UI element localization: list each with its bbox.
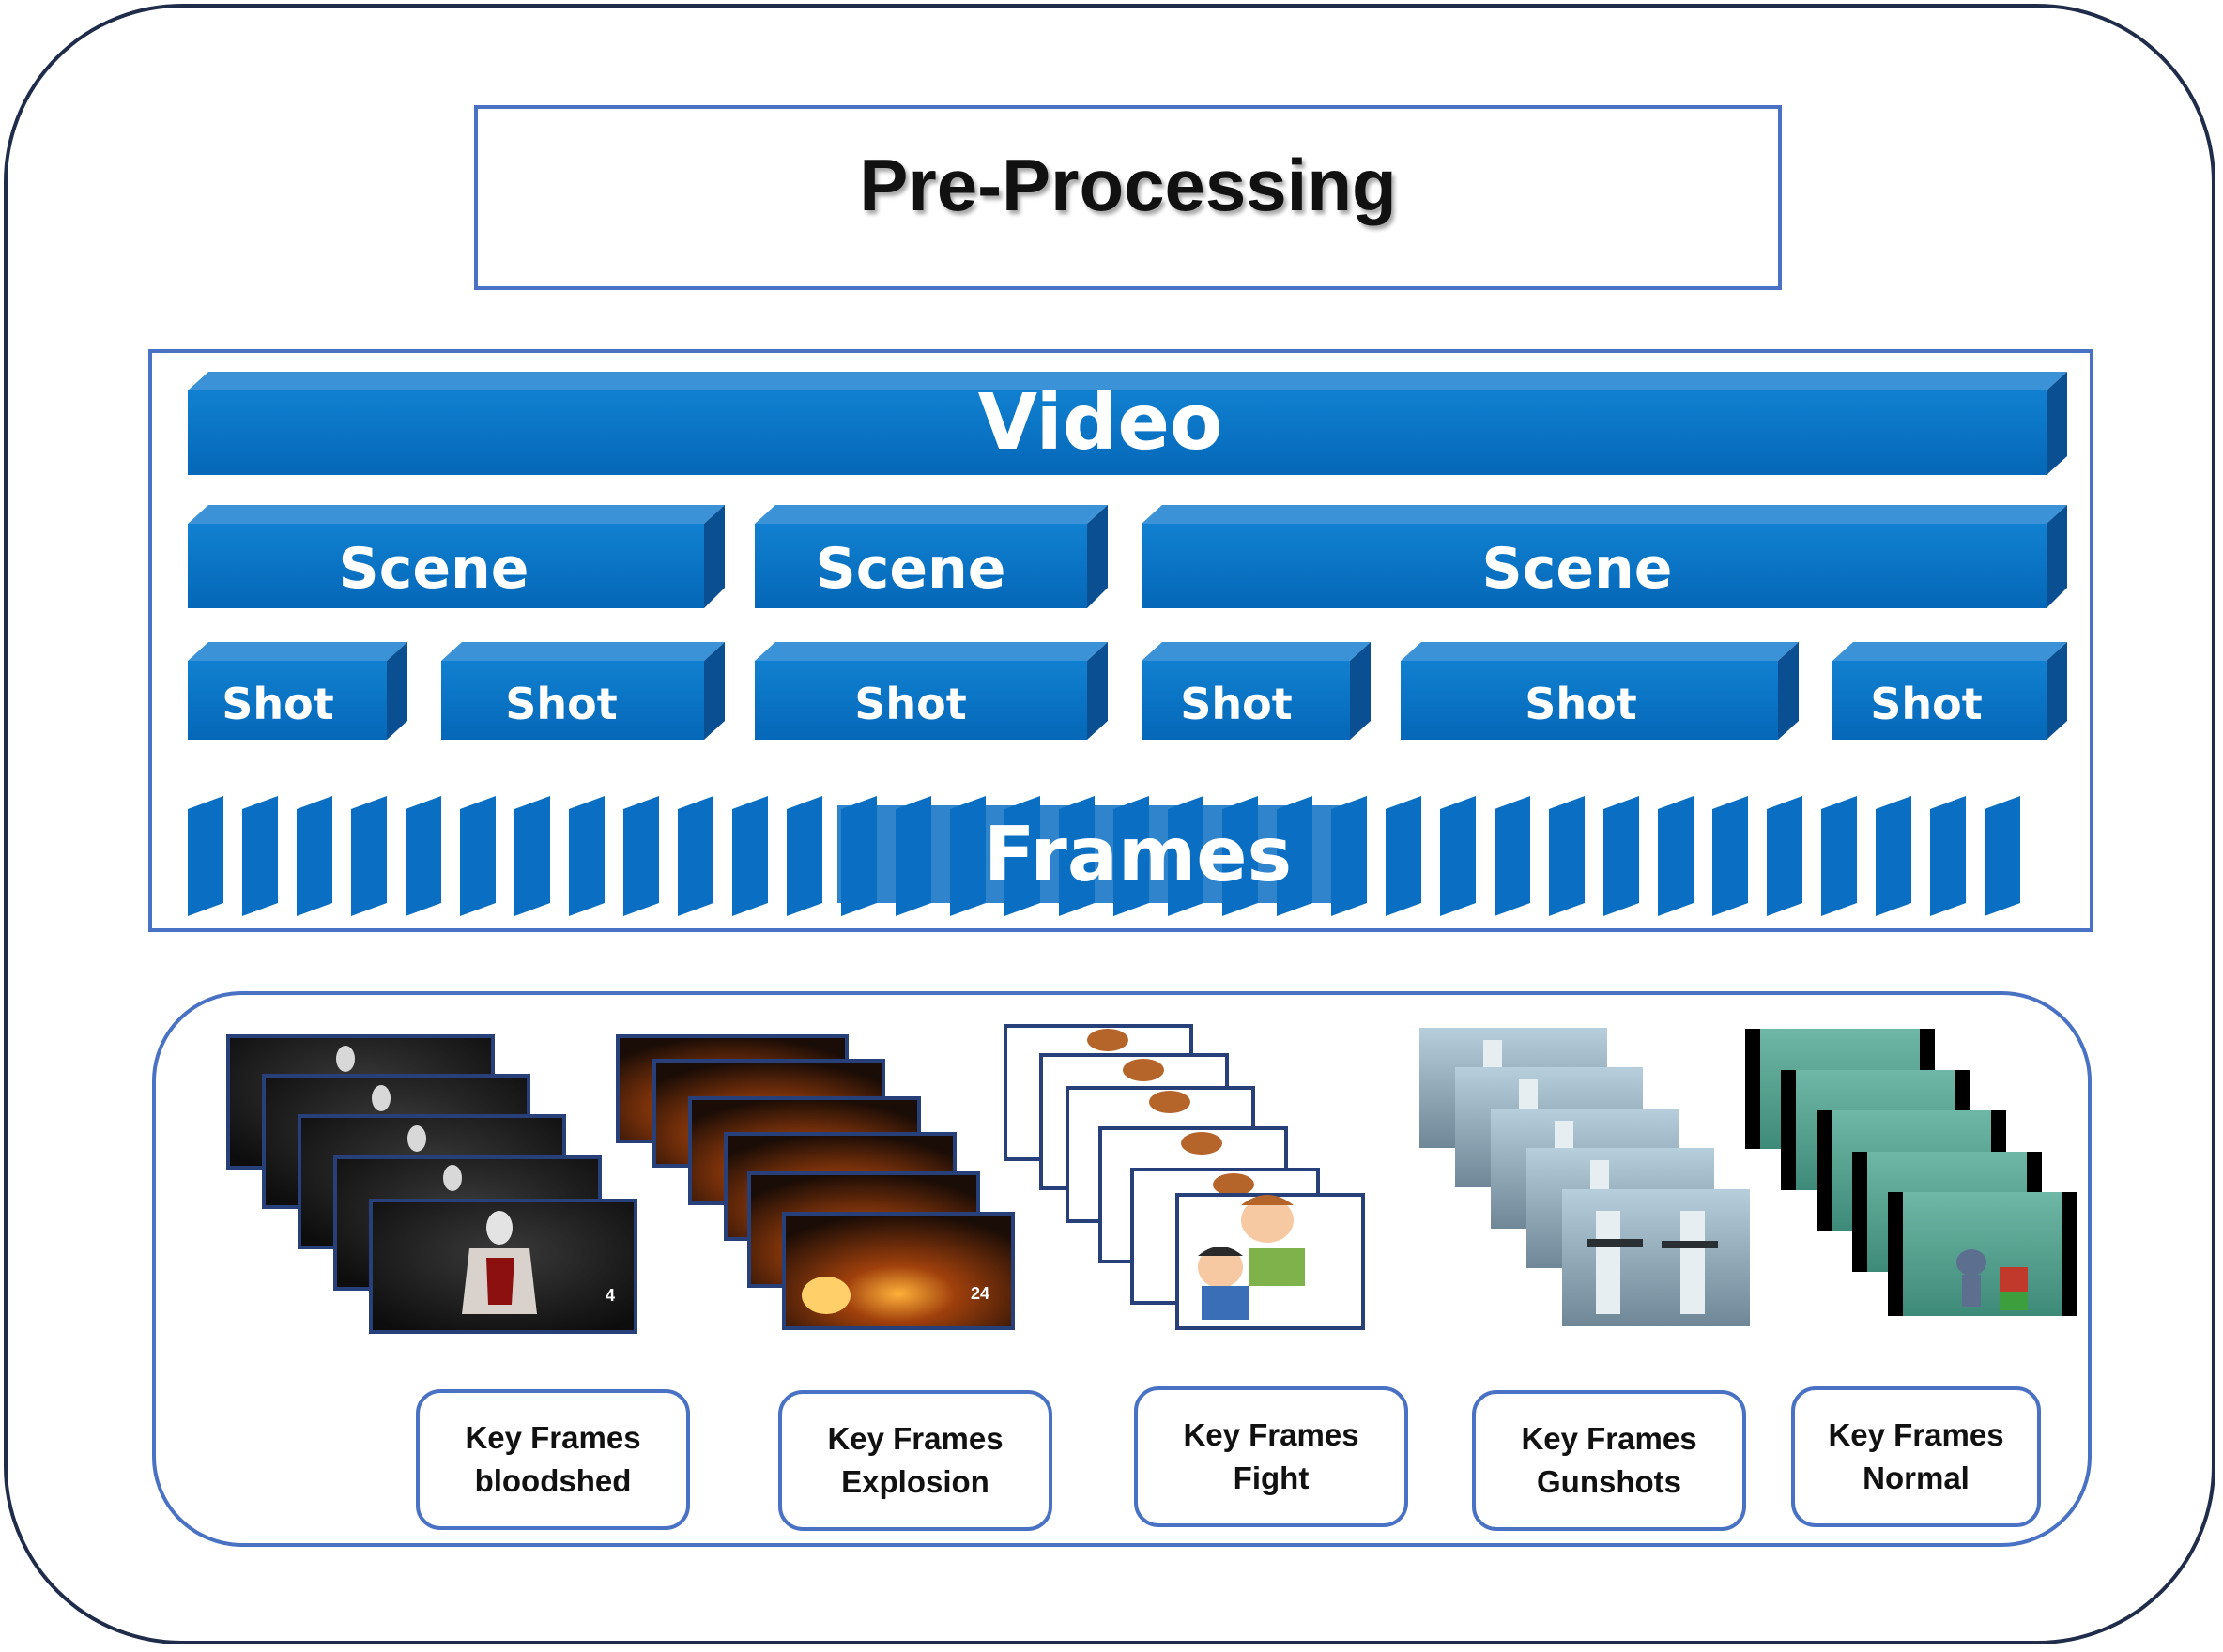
- frame-slat: [297, 796, 332, 916]
- frame-slat: [1712, 796, 1748, 916]
- shot-block-6: Shot: [1832, 642, 2067, 740]
- frame-slat: [678, 796, 713, 916]
- video-label: Video: [978, 378, 1223, 467]
- frame-slat: [1930, 796, 1966, 916]
- frames-label-backdrop: [837, 805, 1363, 903]
- shot-block-1: Shot: [188, 642, 407, 740]
- frame-slat: [1767, 796, 1802, 916]
- shot-label: Shot: [1870, 679, 1982, 729]
- label-line2: Gunshots: [1537, 1464, 1681, 1499]
- title-box: Pre-Processing: [474, 105, 1782, 290]
- shot-label: Shot: [1180, 679, 1292, 729]
- label-line1: Key Frames: [1521, 1421, 1697, 1456]
- scene-block-2: Scene: [755, 505, 1108, 608]
- scene-label: Scene: [1482, 536, 1673, 602]
- frame-slat: [1985, 796, 2020, 916]
- keyframes-explosion-label: Key Frames Explosion: [778, 1390, 1052, 1531]
- shot-label: Shot: [1525, 679, 1636, 729]
- frame-slat: [569, 796, 605, 916]
- keyframes-normal-label: Key Frames Normal: [1791, 1386, 2041, 1527]
- frame-slat: [242, 796, 278, 916]
- label-line1: Key Frames: [827, 1421, 1004, 1456]
- frame-slat: [1658, 796, 1694, 916]
- shot-block-4: Shot: [1142, 642, 1371, 740]
- scene-block-1: Scene: [188, 505, 725, 608]
- frame-slat: [1440, 796, 1476, 916]
- frame-slat: [1495, 796, 1530, 916]
- shot-block-5: Shot: [1401, 642, 1799, 740]
- shot-block-2: Shot: [441, 642, 725, 740]
- frame-slat: [732, 796, 768, 916]
- frame-slat: [188, 796, 223, 916]
- label-line2: Fight: [1233, 1461, 1310, 1495]
- frame-slat: [460, 796, 496, 916]
- frame-slat: [1603, 796, 1639, 916]
- frame-slat: [351, 796, 387, 916]
- scene-block-3: Scene: [1142, 505, 2067, 608]
- frame-slat: [1821, 796, 1857, 916]
- frames-label: Frames: [984, 811, 1292, 898]
- video-block: Video: [188, 372, 2067, 475]
- shot-label: Shot: [854, 679, 966, 729]
- page-title: Pre-Processing: [859, 144, 1397, 226]
- frame-slat: [406, 796, 441, 916]
- frame-slat: [1386, 796, 1421, 916]
- scene-label: Scene: [816, 536, 1006, 602]
- label-line1: Key Frames: [465, 1420, 641, 1455]
- label-line2: Explosion: [841, 1464, 989, 1499]
- scene-label: Scene: [339, 536, 529, 602]
- label-line2: Normal: [1863, 1461, 1970, 1495]
- keyframes-bloodshed-label: Key Frames bloodshed: [416, 1389, 690, 1530]
- keyframes-gunshots-label: Key Frames Gunshots: [1472, 1390, 1746, 1531]
- frames-row: [188, 796, 2020, 916]
- label-line1: Key Frames: [1828, 1417, 2004, 1452]
- frame-slat: [1549, 796, 1585, 916]
- label-line1: Key Frames: [1183, 1417, 1359, 1452]
- frame-slat: [1876, 796, 1911, 916]
- shot-label: Shot: [505, 679, 617, 729]
- frame-slat: [623, 796, 659, 916]
- hierarchy-panel: Video Scene Scene Scene Shot: [148, 349, 2093, 932]
- shot-block-3: Shot: [755, 642, 1108, 740]
- frame-slat: [514, 796, 550, 916]
- frame-slat: [787, 796, 822, 916]
- keyframes-fight-label: Key Frames Fight: [1134, 1386, 1408, 1527]
- hierarchy-diagram: Video Scene Scene Scene Shot: [188, 372, 2067, 916]
- label-line2: bloodshed: [474, 1463, 632, 1498]
- shot-label: Shot: [222, 679, 333, 729]
